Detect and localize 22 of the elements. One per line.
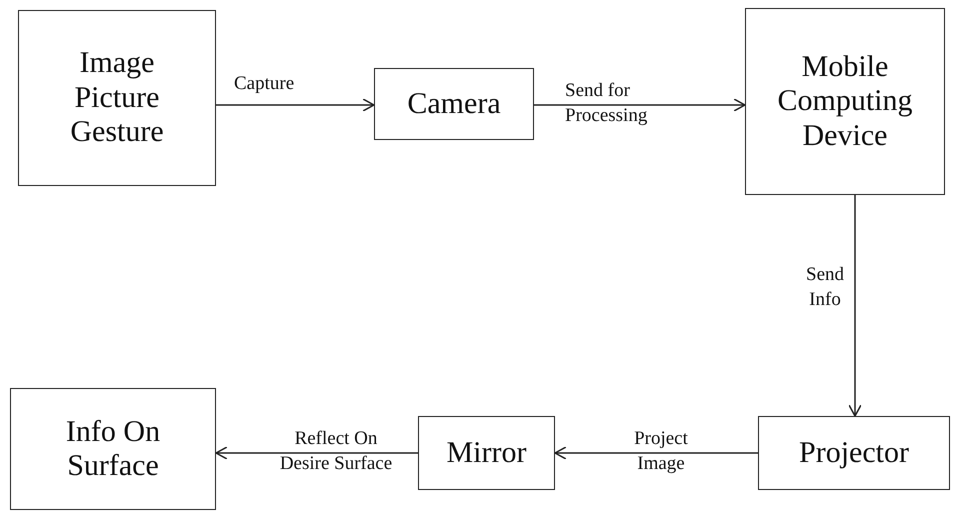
- process-box: [374, 68, 534, 140]
- process-box: [418, 416, 555, 490]
- box-label: Image Picture Gesture: [69, 46, 165, 150]
- arrow: [554, 446, 758, 460]
- box-label: Mobile Computing Device: [776, 50, 914, 154]
- edge-label: Project Image: [633, 427, 689, 476]
- process-box: [758, 416, 950, 490]
- arrow: [215, 446, 418, 460]
- process-box: [10, 388, 216, 510]
- box-label: Mirror: [446, 436, 526, 470]
- box-label: Projector: [799, 436, 909, 470]
- arrow: [534, 98, 746, 112]
- edge-label: Send Info: [805, 263, 845, 312]
- box-label: Info On Surface: [64, 414, 162, 484]
- edge-label: Send for Processing: [565, 79, 648, 128]
- arrow: [216, 98, 375, 112]
- box-label: Camera: [407, 86, 501, 122]
- process-box: [745, 8, 945, 195]
- edge-label: Capture: [234, 72, 296, 96]
- arrow: [848, 195, 862, 417]
- process-box: [18, 10, 216, 186]
- edge-label: Reflect On Desire Surface: [278, 427, 394, 476]
